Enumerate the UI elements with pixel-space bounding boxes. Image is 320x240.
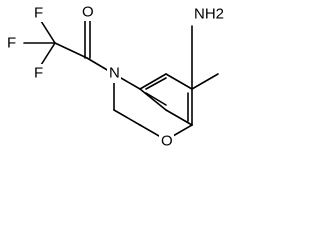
bond-aromatic-inner-1 [145, 77, 167, 90]
amine-label: NH2 [194, 6, 224, 23]
bond-ch2-ch2 [113, 109, 141, 126]
fluorine-top-label: F [34, 5, 43, 22]
bond-cf-top [40, 20, 56, 44]
bond-ring-c5-c6 [165, 73, 193, 90]
ring-oxygen-label-bg [159, 131, 174, 151]
atom-label-layer: NH2 N O O F F F [5, 3, 232, 151]
bond-cf-bottom [40, 42, 56, 66]
ring-nitrogen-label-bg [107, 63, 121, 83]
bond-ring-c6-c7 [191, 73, 219, 90]
ring-oxygen-label: O [161, 133, 173, 150]
fluorine-left-label-bg [5, 34, 18, 52]
bond-ring-c8a-c4a [139, 88, 167, 111]
fluorine-bottom-label-bg [32, 64, 45, 82]
carbonyl-oxygen-label-bg [80, 3, 95, 21]
fluorine-top-label-bg [32, 4, 45, 22]
carbonyl-oxygen-label: O [82, 4, 94, 21]
amine-label-bg [190, 3, 232, 25]
bond-aromatic-inner-3 [145, 92, 167, 106]
bond-ring-c8-c8a [165, 109, 193, 126]
fluorine-bottom-label: F [34, 65, 43, 82]
fluorine-left-label: F [7, 35, 16, 52]
bond-ring-c4a-c5 [139, 73, 167, 90]
molecule-diagram: NH2 N O O F F F [5, 3, 232, 151]
bond-cf3-carbonyl [54, 42, 88, 59]
ring-nitrogen-label: N [109, 65, 120, 82]
